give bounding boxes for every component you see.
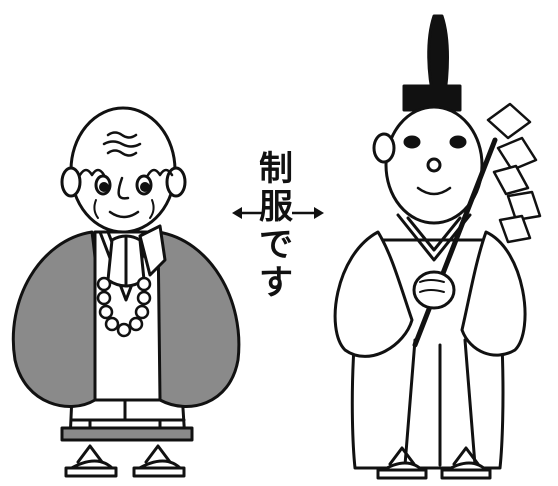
caption-char: で [259, 225, 293, 265]
caption-char: 制 [259, 149, 293, 189]
arrow-left-icon [232, 207, 264, 219]
shinto-priest-figure [333, 14, 542, 480]
vertical-caption: 制 服 で す [256, 150, 296, 302]
monk-figure [11, 106, 241, 478]
caption-char: す [259, 263, 293, 303]
caption-char: 服 [259, 187, 293, 227]
arrow-right-icon [292, 207, 324, 219]
